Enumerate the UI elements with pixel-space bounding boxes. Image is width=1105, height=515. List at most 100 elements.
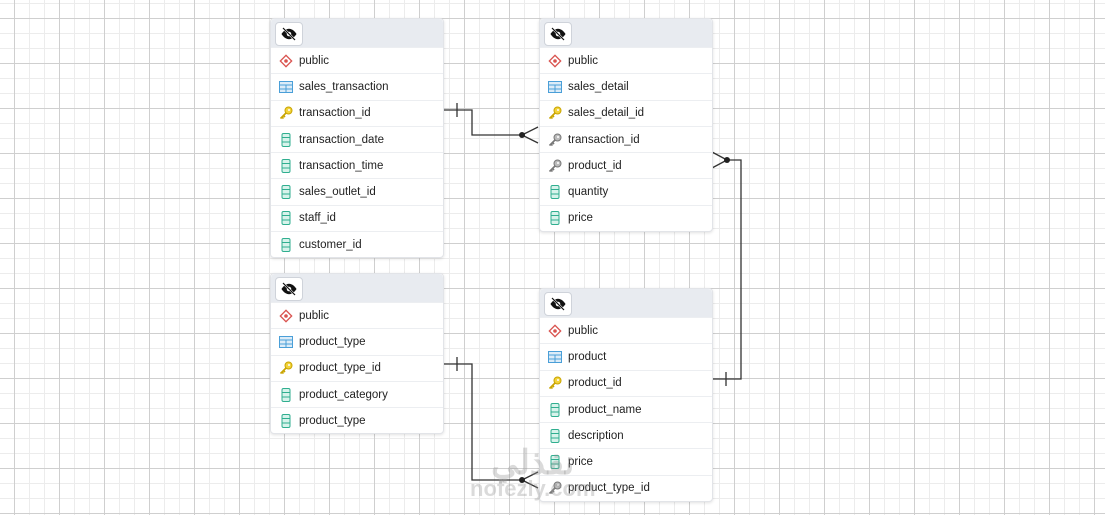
row-label: sales_outlet_id bbox=[299, 186, 376, 199]
column-row[interactable]: product_id bbox=[540, 369, 712, 396]
column-icon bbox=[279, 185, 293, 200]
column-row[interactable]: price bbox=[540, 204, 712, 231]
table-name-row[interactable]: product_type bbox=[271, 328, 443, 354]
table-icon bbox=[279, 80, 293, 94]
relationship-product bbox=[712, 159, 742, 380]
schema-row[interactable]: public bbox=[540, 47, 712, 73]
relationship-transaction bbox=[443, 109, 522, 136]
relationship-product-type bbox=[443, 363, 522, 481]
column-icon bbox=[548, 211, 562, 226]
row-label: product_type bbox=[299, 335, 366, 348]
column-row[interactable]: product_type_id bbox=[540, 474, 712, 501]
many-marker-dot bbox=[724, 157, 730, 163]
eye-off-icon bbox=[549, 27, 567, 41]
row-label: transaction_date bbox=[299, 133, 385, 146]
row-label: sales_detail bbox=[568, 80, 629, 93]
many-marker-dot bbox=[519, 477, 525, 483]
column-row[interactable]: product_type bbox=[271, 407, 443, 433]
primary-key-icon bbox=[279, 106, 293, 120]
column-icon bbox=[279, 132, 293, 147]
column-row[interactable]: sales_detail_id bbox=[540, 99, 712, 126]
column-row[interactable]: transaction_id bbox=[271, 99, 443, 126]
row-label: product_type_id bbox=[299, 362, 381, 375]
row-label: public bbox=[568, 54, 599, 67]
table-icon bbox=[279, 335, 293, 349]
row-label: customer_id bbox=[299, 238, 362, 251]
eye-off-icon bbox=[549, 297, 567, 311]
column-row[interactable]: price bbox=[540, 448, 712, 474]
row-label: transaction_id bbox=[299, 107, 371, 120]
schema-icon bbox=[279, 309, 293, 323]
column-icon bbox=[548, 185, 562, 200]
row-label: product_type bbox=[299, 414, 366, 427]
column-row[interactable]: transaction_time bbox=[271, 152, 443, 178]
foreign-key-icon bbox=[548, 159, 562, 173]
column-row[interactable]: transaction_date bbox=[271, 125, 443, 152]
column-row[interactable]: staff_id bbox=[271, 204, 443, 231]
row-label: quantity bbox=[568, 186, 609, 199]
table-icon bbox=[548, 80, 562, 94]
table-name-row[interactable]: product bbox=[540, 343, 712, 369]
many-marker-dot bbox=[519, 132, 525, 138]
schema-icon bbox=[279, 54, 293, 68]
column-icon bbox=[548, 402, 562, 417]
table-header[interactable] bbox=[540, 289, 712, 317]
hide-details-button[interactable] bbox=[275, 22, 303, 46]
row-label: description bbox=[568, 429, 624, 442]
row-label: public bbox=[299, 309, 330, 322]
row-label: price bbox=[568, 456, 593, 469]
schema-row[interactable]: public bbox=[271, 302, 443, 328]
eye-off-icon bbox=[280, 282, 298, 296]
column-icon bbox=[279, 413, 293, 428]
column-row[interactable]: product_category bbox=[271, 380, 443, 407]
primary-key-icon bbox=[548, 106, 562, 120]
column-row[interactable]: sales_outlet_id bbox=[271, 178, 443, 204]
eye-off-icon bbox=[280, 27, 298, 41]
column-icon bbox=[279, 158, 293, 173]
row-label: product_category bbox=[299, 388, 388, 401]
row-label: product_id bbox=[568, 377, 622, 390]
column-row[interactable]: description bbox=[540, 422, 712, 448]
schema-row[interactable]: public bbox=[271, 47, 443, 73]
table-header[interactable] bbox=[271, 274, 443, 302]
row-label: staff_id bbox=[299, 212, 336, 225]
row-label: sales_transaction bbox=[299, 80, 389, 93]
row-label: product_type_id bbox=[568, 482, 650, 495]
hide-details-button[interactable] bbox=[544, 22, 572, 46]
row-label: sales_detail_id bbox=[568, 107, 645, 120]
row-label: public bbox=[299, 54, 330, 67]
hide-details-button[interactable] bbox=[544, 292, 572, 316]
column-row[interactable]: product_type_id bbox=[271, 354, 443, 381]
primary-key-icon bbox=[548, 376, 562, 390]
schema-row[interactable]: public bbox=[540, 317, 712, 343]
table-header[interactable] bbox=[271, 19, 443, 47]
column-row[interactable]: transaction_id bbox=[540, 125, 712, 152]
row-label: price bbox=[568, 212, 593, 225]
schema-icon bbox=[548, 54, 562, 68]
row-label: product bbox=[568, 350, 607, 363]
row-label: product_id bbox=[568, 159, 622, 172]
row-label: product_name bbox=[568, 403, 642, 416]
table-name-row[interactable]: sales_detail bbox=[540, 73, 712, 99]
table-icon bbox=[548, 350, 562, 364]
column-row[interactable]: product_name bbox=[540, 395, 712, 422]
column-row[interactable]: quantity bbox=[540, 178, 712, 204]
table-header[interactable] bbox=[540, 19, 712, 47]
column-row[interactable]: customer_id bbox=[271, 231, 443, 257]
column-row[interactable]: product_id bbox=[540, 152, 712, 178]
schema-icon bbox=[548, 324, 562, 338]
primary-key-icon bbox=[279, 361, 293, 375]
column-icon bbox=[279, 211, 293, 226]
column-icon bbox=[548, 428, 562, 443]
table-name-row[interactable]: sales_transaction bbox=[271, 73, 443, 99]
foreign-key-icon bbox=[548, 481, 562, 495]
hide-details-button[interactable] bbox=[275, 277, 303, 301]
row-label: public bbox=[568, 324, 599, 337]
column-icon bbox=[548, 455, 562, 470]
column-icon bbox=[279, 237, 293, 252]
